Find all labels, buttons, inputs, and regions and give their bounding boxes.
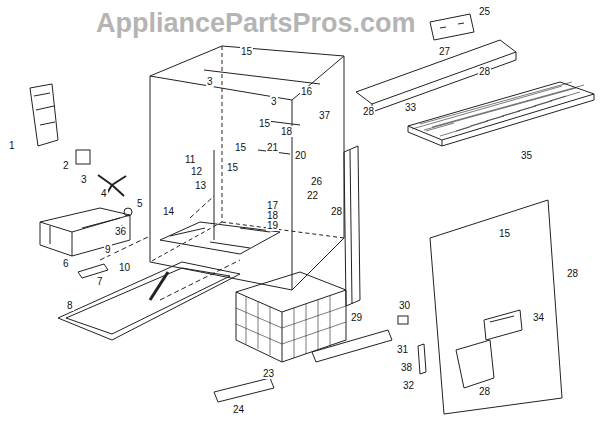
callout-number: 15 (258, 118, 271, 129)
panel-cutout (456, 340, 494, 388)
callout-number: 31 (396, 344, 409, 355)
callout-number: 32 (402, 380, 415, 391)
callout-number: 20 (294, 150, 307, 161)
hinge (430, 14, 474, 40)
callout-number: 15 (226, 162, 239, 173)
callout-number: 1 (8, 140, 16, 151)
door-panel (430, 200, 562, 414)
callout-number: 22 (306, 190, 319, 201)
cabinet-detail (204, 70, 320, 240)
clip (398, 316, 408, 324)
callout-number: 9 (104, 244, 112, 255)
callout-number: 28 (566, 268, 579, 279)
cabinet-floor (160, 222, 280, 254)
handle-bar (214, 378, 274, 402)
callout-number: 30 (398, 300, 411, 311)
callout-number: 28 (362, 106, 375, 117)
callout-number: 6 (62, 258, 70, 269)
callout-number: 37 (318, 110, 331, 121)
wire-basket (236, 272, 346, 362)
callout-number: 23 (262, 368, 275, 379)
watermark: AppliancePartsPros.com (96, 8, 416, 38)
shelf-wires (426, 92, 580, 136)
callout-number: 3 (270, 96, 278, 107)
cabinet-front (150, 76, 292, 290)
spacer (418, 344, 426, 374)
callout-number: 18 (280, 126, 293, 137)
cabinet-side (292, 56, 344, 290)
callout-number: 21 (266, 142, 279, 153)
callout-number: 28 (478, 66, 491, 77)
tube (150, 272, 168, 300)
callout-number: 24 (232, 404, 245, 415)
callout-number: 12 (190, 166, 203, 177)
fan-blade (98, 175, 126, 198)
callout-number: 34 (532, 312, 545, 323)
callout-number: 14 (162, 206, 175, 217)
callout-number: 2 (62, 160, 70, 171)
callout-number: 4 (100, 188, 108, 199)
callout-number: 13 (194, 180, 207, 191)
callout-number: 28 (478, 386, 491, 397)
callout-number: 33 (404, 102, 417, 113)
bracket-part (30, 84, 58, 146)
callout-number: 15 (498, 228, 511, 239)
callout-number: 15 (240, 46, 253, 57)
callout-number: 27 (438, 46, 451, 57)
shelf-slats (412, 82, 584, 130)
ice-bin (40, 208, 130, 256)
callout-number: 8 (66, 300, 74, 311)
trim-strip (312, 330, 392, 362)
callout-number: 15 (234, 142, 247, 153)
mullion (344, 146, 360, 306)
callout-number: 7 (96, 276, 104, 287)
dash-line (100, 196, 240, 300)
callout-number: 3 (80, 174, 88, 185)
callout-number: 28 (330, 206, 343, 217)
callout-number: 19 (266, 220, 279, 231)
dispenser-plate (484, 310, 522, 340)
callout-number: 29 (350, 312, 363, 323)
callout-number: 26 (310, 176, 323, 187)
callout-number: 16 (300, 86, 313, 97)
callout-number: 36 (114, 226, 127, 237)
callout-number: 35 (520, 150, 533, 161)
shelf-frame (408, 82, 594, 146)
callout-number: 11 (184, 154, 196, 165)
fan-motor (76, 150, 90, 164)
callout-number: 3 (206, 76, 214, 87)
cabinet-top (150, 46, 344, 100)
basket-wires (236, 296, 346, 358)
callout-number: 5 (136, 198, 144, 209)
callout-number: 25 (478, 6, 491, 17)
callout-number: 38 (400, 362, 413, 373)
hidden-edge (150, 46, 344, 262)
callout-number: 10 (118, 262, 131, 273)
